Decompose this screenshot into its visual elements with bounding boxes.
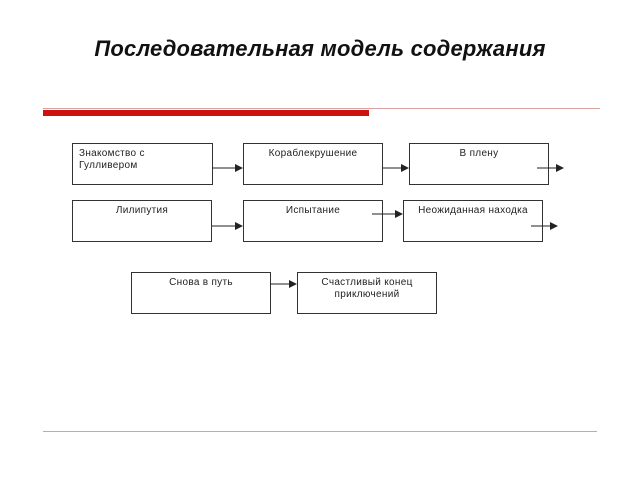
- node-on-the-way-again: Снова в путь: [131, 272, 271, 314]
- node-captivity: В плену: [409, 143, 549, 185]
- node-unexpected-find: Неожиданная находка: [403, 200, 543, 242]
- node-trial: Испытание: [243, 200, 383, 242]
- node-lilliput: Лилипутия: [72, 200, 212, 242]
- node-shipwreck: Кораблекрушение: [243, 143, 383, 185]
- top-divider-line: [43, 108, 600, 109]
- slide-title: Последовательная модель содержания: [94, 36, 546, 61]
- red-accent-bar: [43, 110, 369, 116]
- bottom-divider-line: [43, 431, 597, 432]
- node-happy-ending: Счастливый конец приключений: [297, 272, 437, 314]
- node-acquaintance: Знакомство с Гулливером: [72, 143, 213, 185]
